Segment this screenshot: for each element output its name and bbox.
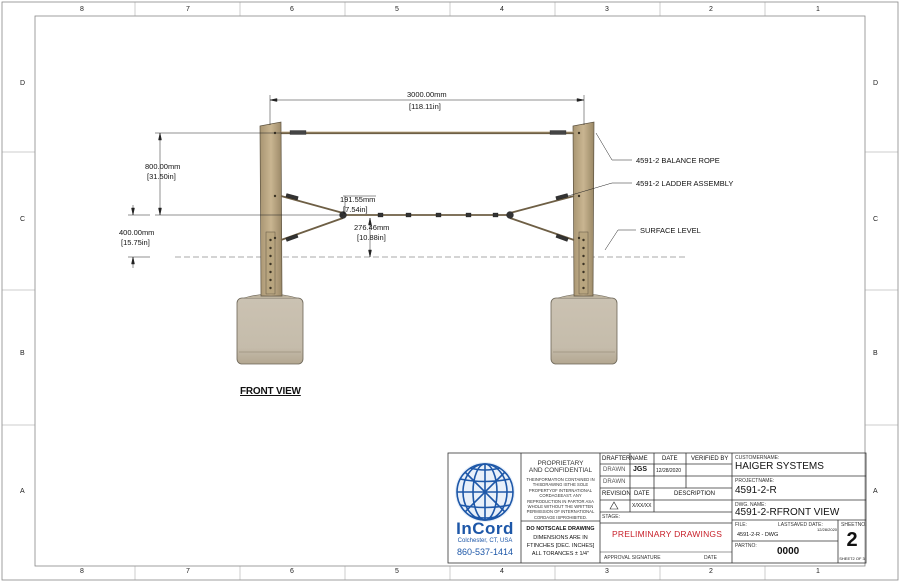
revision-triangle-icon: [609, 501, 619, 510]
last-saved-date: 12/28/2020: [817, 527, 838, 532]
sheet-number: 2: [846, 529, 858, 551]
ladder-height-mm: 276.46mm: [354, 223, 390, 232]
zone-top-8: 8: [80, 6, 84, 13]
zone-bottom-6: 6: [290, 568, 294, 575]
span-dimension-mm: 3000.00mm: [407, 90, 447, 99]
proprietary-text: THEINFORMATION CONTAINED IN THISDRAWING …: [526, 477, 595, 520]
customer-name: HAIGER SYSTEMS: [735, 461, 824, 472]
revision-date: X/XX/XX: [632, 503, 652, 509]
span-dimension-in: [118.11in]: [409, 102, 441, 111]
zone-left-C: C: [20, 216, 26, 223]
dwg-name: 4591-2-RFRONT VIEW: [735, 507, 840, 518]
zone-top-3: 3: [605, 6, 609, 13]
last-saved-label: LASTSAVED DATE:: [778, 522, 823, 528]
zone-top-2: 2: [709, 6, 713, 13]
rope-height-in: [31.50in]: [147, 172, 176, 181]
sheet-no-label: SHEETNO.: [841, 522, 867, 528]
right-base: [550, 293, 618, 365]
zone-top-1: 1: [816, 6, 820, 13]
drawn-label-2: DRAWN: [603, 479, 626, 485]
rev-date-header: DATE: [634, 491, 650, 497]
revision-header: REVISION: [602, 491, 631, 497]
part-no-label: PARTNO:: [735, 543, 757, 549]
zone-bottom-7: 7: [186, 568, 190, 575]
stage-label: STAGE:: [602, 514, 620, 520]
ladder-assembly-callout: 4591-2 LADDER ASSEMBLY: [636, 179, 734, 188]
description-header: DESCRIPTION: [674, 491, 716, 497]
zone-top-5: 5: [395, 6, 399, 13]
zone-right-A: A: [873, 488, 878, 495]
ground-height-mm: 400.00mm: [119, 228, 155, 237]
proprietary-title-1: PROPRIETARY: [537, 460, 584, 467]
date-header: DATE: [662, 456, 678, 462]
verified-by-header: VERIFIED BY: [691, 456, 729, 462]
zone-right-C: C: [873, 216, 879, 223]
drawn-label-1: DRAWN: [603, 467, 626, 473]
balance-rope-callout: 4591-2 BALANCE ROPE: [636, 156, 720, 165]
right-post: [572, 121, 595, 297]
ladder-assembly: [280, 195, 575, 241]
ladder-drop-mm: 191.55mm: [340, 195, 376, 204]
company-logo-text: InCord: [456, 519, 514, 538]
zone-bottom-8: 8: [80, 568, 84, 575]
project-name: 4591-2-R: [735, 485, 777, 496]
sheet-of: SHEET2 OF 3: [839, 556, 865, 561]
balance-rope: [281, 130, 574, 135]
incord-logo-globe: [455, 462, 515, 522]
customer-label: CUSTOMERNAME:: [735, 455, 780, 461]
dwg-name-label: DWG. NAME:: [735, 502, 766, 508]
zone-left-D: D: [20, 80, 26, 87]
company-phone: 860-537-1414: [456, 547, 514, 557]
surface-level-callout: SURFACE LEVEL: [640, 226, 701, 235]
drawn-date: 12/28/2020: [656, 468, 682, 474]
zone-left-B: B: [20, 350, 25, 357]
units-note-2: FTINCHES [DEC. INCHES]: [526, 543, 595, 549]
units-note-1: DIMENSIONS ARE IN: [533, 535, 588, 541]
zone-bottom-1: 1: [816, 568, 820, 575]
view-title: FRONT VIEW: [240, 386, 301, 397]
drawn-by: JGS: [633, 466, 648, 473]
zone-right-D: D: [873, 80, 879, 87]
zone-bottom-5: 5: [395, 568, 399, 575]
zone-right-B: B: [873, 350, 878, 357]
company-location: Colchester, CT, USA: [457, 538, 513, 544]
stage-value: PRELIMINARY DRAWINGS: [612, 529, 723, 539]
approval-date-label: DATE: [704, 555, 717, 561]
part-no: 0000: [777, 546, 800, 557]
rope-height-mm: 800.00mm: [145, 162, 181, 171]
left-post: [259, 121, 283, 297]
ladder-drop-in: [7.54in]: [343, 205, 368, 214]
file-name: 4591-2-R - DWG: [737, 532, 779, 538]
file-label: FILE:: [735, 522, 747, 528]
zone-bottom-2: 2: [709, 568, 713, 575]
zone-left-A: A: [20, 488, 25, 495]
drafter-name-header: DRAFTERNAME: [602, 456, 648, 462]
no-scale-note: DO NOTSCALE DRAWING: [526, 526, 595, 532]
proprietary-title-2: AND CONFIDENTIAL: [528, 467, 593, 474]
left-base: [236, 293, 304, 365]
zone-bottom-4: 4: [500, 568, 504, 575]
title-block-frame: [447, 452, 867, 564]
zone-top-4: 4: [500, 6, 504, 13]
approval-signature-label: APPROVAL SIGNATURE: [604, 555, 661, 561]
ground-height-in: [15.75in]: [121, 238, 150, 247]
zone-top-6: 6: [290, 6, 294, 13]
ladder-height-in: [10.88in]: [357, 233, 386, 242]
zone-top-7: 7: [186, 6, 190, 13]
project-label: PROJECTNAME:: [735, 478, 775, 484]
ladder-hardware: [285, 193, 569, 242]
zone-bottom-3: 3: [605, 568, 609, 575]
tolerance-note: ALL TORANCES ± 1/4": [531, 551, 590, 557]
